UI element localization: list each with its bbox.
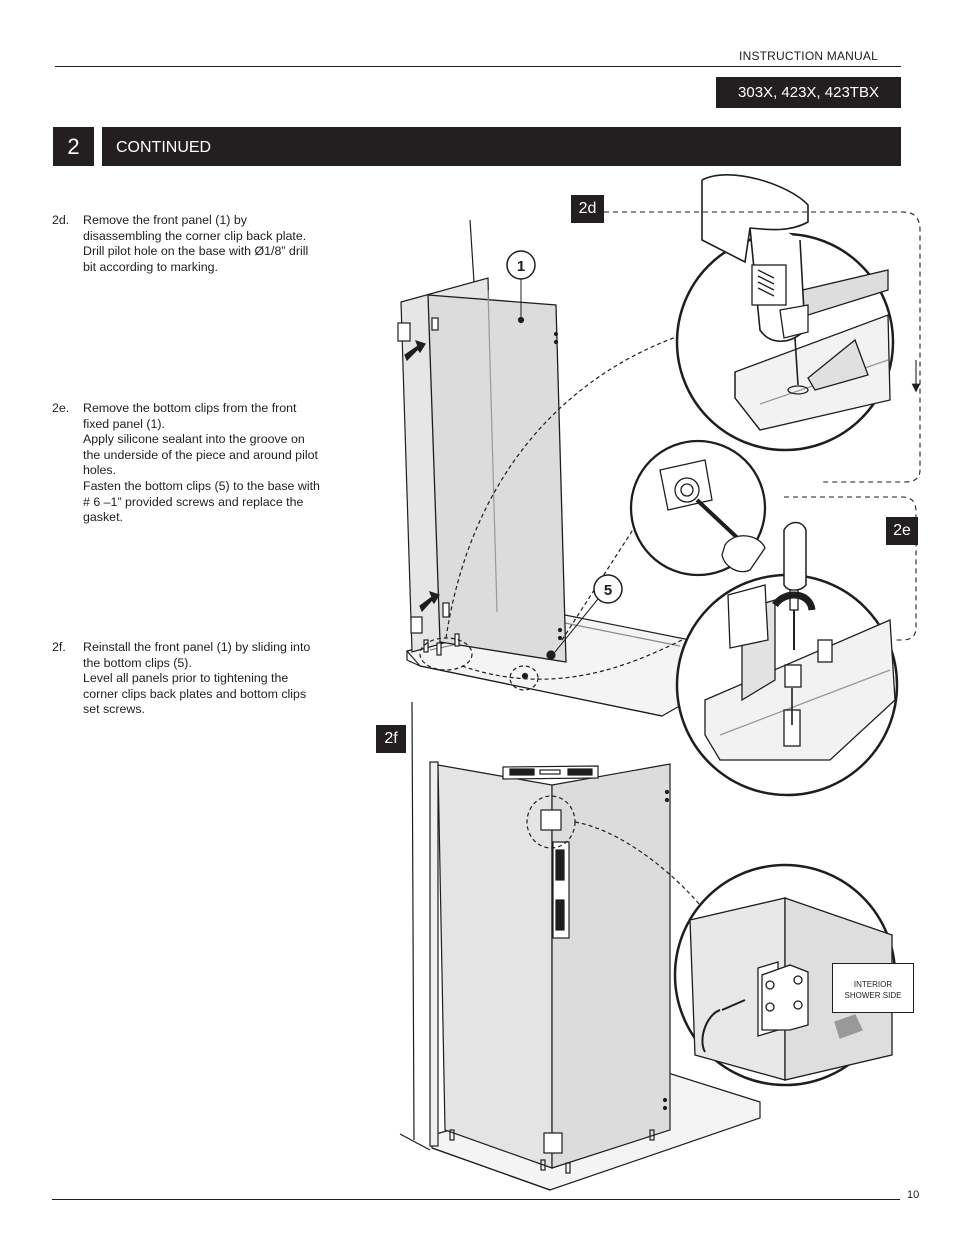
- step-line: Level all panels prior to tightening the: [83, 671, 289, 686]
- step-text: Reinstall the front panel (1) by sliding…: [83, 640, 343, 718]
- step-line: Remove the bottom clips from the front: [83, 401, 297, 415]
- note-line: INTERIOR: [853, 980, 893, 989]
- step-line: gasket.: [83, 510, 123, 525]
- interior-side-note: INTERIOR SHOWER SIDE: [832, 963, 914, 1013]
- corner-clip-detail: [673, 863, 897, 1087]
- step-label: 2f.: [52, 640, 66, 654]
- clip-detail: [629, 439, 767, 577]
- tag-2d: 2d: [571, 195, 604, 223]
- step-line: # 6 –1” provided screws and replace the: [83, 494, 304, 509]
- upper-enclosure-drawing: [397, 219, 691, 717]
- callout-marker-1: [506, 250, 536, 318]
- callout-1-label: 1: [517, 258, 525, 275]
- section-title-bar: CONTINUED: [102, 127, 901, 166]
- step-text: Remove the front panel (1) by disassembl…: [83, 213, 343, 275]
- tag-2f: 2f: [376, 725, 406, 753]
- step-line: bit according to marking.: [83, 259, 218, 274]
- screwdriver-detail: [675, 521, 899, 797]
- step-line: Apply silicone sealant into the groove o…: [83, 432, 305, 447]
- step-line: Drill pilot hole on the base with Ø1/8” …: [83, 244, 309, 259]
- manual-label: INSTRUCTION MANUAL: [739, 49, 878, 63]
- step-line: the underside of the piece and around pi…: [83, 447, 318, 462]
- step-line: holes.: [83, 463, 117, 478]
- step-line: fixed panel (1).: [83, 416, 165, 431]
- step-label: 2e.: [52, 401, 70, 415]
- step-line: Fasten the bottom clips (5) to the base …: [83, 478, 320, 493]
- step-line: the bottom clips (5).: [83, 655, 192, 670]
- step-line: disassembling the corner clip back plate…: [83, 228, 307, 243]
- top-rule: [55, 66, 901, 67]
- step-line: set screws.: [83, 702, 145, 717]
- bottom-rule: [52, 1199, 900, 1200]
- note-line: SHOWER SIDE: [844, 991, 902, 1000]
- lower-enclosure-drawing: [399, 701, 761, 1191]
- tag-leader-lines: [604, 211, 921, 641]
- step-text: Remove the bottom clips from the front f…: [83, 401, 343, 526]
- callout-5-label: 5: [604, 582, 612, 599]
- model-badge: 303X, 423X, 423TBX: [716, 77, 901, 108]
- step-line: corner clips back plates and bottom clip…: [83, 686, 307, 701]
- drill-detail: [675, 173, 895, 452]
- step-line: Reinstall the front panel (1) by sliding…: [83, 640, 311, 654]
- callout-marker-5: [554, 574, 623, 653]
- step-number: 2: [53, 127, 94, 166]
- tag-2e: 2e: [886, 517, 918, 545]
- page-number: 10: [907, 1189, 920, 1201]
- step-label: 2d.: [52, 213, 70, 227]
- step-line: Remove the front panel (1) by: [83, 213, 247, 227]
